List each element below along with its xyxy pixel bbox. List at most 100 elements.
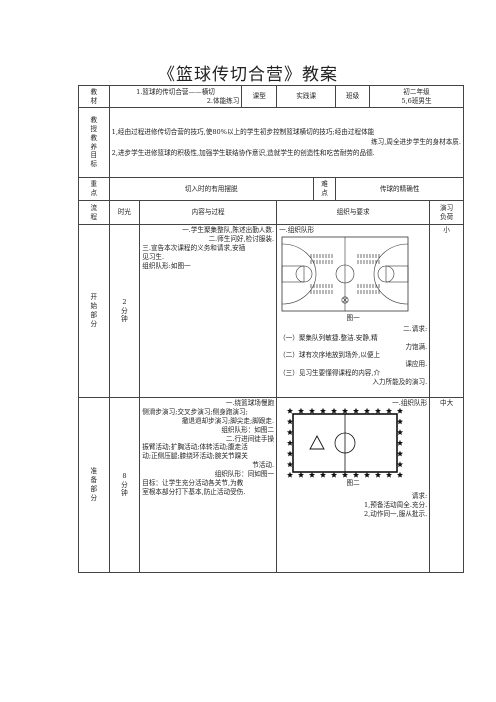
prep-requirements: 请求:1,预备活动周全.充分.2,动作同一,服从批示. bbox=[279, 492, 427, 519]
difficulty-label: 难 点 bbox=[312, 177, 337, 201]
ft-circle-right bbox=[377, 265, 395, 283]
content-line: 一.绕篮球场慢跑 bbox=[225, 399, 275, 407]
org-header: 组织与要求 bbox=[276, 200, 431, 225]
star-mark bbox=[309, 471, 316, 478]
start-content: 一.学生聚集整队,陈述出勤人数.二.师生问好,检讨服装.三.宣告本次课程的义务和… bbox=[139, 224, 278, 398]
requirement-line: （二）球有次序地放到场外,以便上 bbox=[279, 351, 381, 360]
ft-circle-left bbox=[295, 265, 313, 283]
figure-1-caption: 图一 bbox=[346, 313, 360, 322]
star-mark bbox=[287, 407, 294, 414]
prep-content: 一.绕篮球场慢跑侧滑步演习;交叉步演习;侧身跑演习;撤退退却步演习;脚尖走;脚跟… bbox=[139, 397, 278, 573]
prep-content-list: 一.绕篮球场慢跑侧滑步演习;交叉步演习;侧身跑演习;撤退退却步演习;脚尖走;脚跟… bbox=[142, 399, 274, 497]
type-label: 课型 bbox=[241, 85, 278, 108]
star-mark bbox=[353, 471, 360, 478]
content-line: 动;正侧压腿;膝绕环活动;腕关节踝关 bbox=[142, 452, 248, 461]
prep-time: 8 分 钟 bbox=[108, 397, 141, 573]
requirement-line: （三）见习生要懂得课程的内容,介 bbox=[279, 369, 381, 378]
load-header: 演习 负荷 bbox=[429, 200, 464, 225]
start-section-row: 开 始 部 分 2 分 钟 一.学生聚集整队,陈述出勤人数.二.师生问好,检讨服… bbox=[78, 224, 464, 398]
player-formation bbox=[310, 253, 380, 294]
start-requirements: 二.请求:（一）聚集队列敏捷.整洁.安静,精力饱满.（二）球有次序地放到场外,以… bbox=[279, 325, 427, 387]
star-mark bbox=[287, 471, 294, 478]
prep-label: 准 备 部 分 bbox=[78, 397, 110, 573]
star-mark bbox=[287, 450, 294, 457]
key-left bbox=[281, 265, 305, 283]
class-line-1: 初二年级 bbox=[403, 87, 430, 96]
focus-row: 重 点 切入时的有用摆脱 难 点 传球的精确性 bbox=[78, 177, 464, 201]
page-title: 《篮球传切合营》教案 bbox=[158, 65, 338, 85]
prep-load: 中大 bbox=[429, 397, 464, 573]
star-mark bbox=[397, 450, 404, 457]
star-mark bbox=[353, 407, 360, 414]
difficulty-value: 传球的精确性 bbox=[335, 177, 464, 201]
column-header-row: 流 程 时光 内容与过程 组织与要求 演习 负荷 bbox=[78, 200, 464, 225]
start-load: 小 bbox=[429, 224, 464, 398]
figure-2-caption: 图二 bbox=[346, 478, 360, 487]
process-header: 流 程 bbox=[78, 200, 110, 225]
court-center-circle bbox=[335, 264, 355, 284]
star-mark bbox=[397, 461, 404, 467]
star-mark bbox=[298, 471, 305, 478]
start-label: 开 始 部 分 bbox=[78, 224, 110, 398]
content-line: 三.宣告本次课程的义务和请求,安插 bbox=[142, 243, 246, 252]
prep-org-cell: 一.组织队形 图二 请求:1,预备活动周全.充分.2,动作同一,服从批示. bbox=[276, 397, 431, 573]
star-mark bbox=[375, 407, 382, 414]
star-mark bbox=[386, 471, 393, 478]
requirement-line: （一）聚集队列敏捷.整洁.安静,精 bbox=[279, 333, 378, 342]
start-org-cell: 一.组织队形 图一 二.请求:（一）聚集队列敏捷.整洁.安静,精力 bbox=[276, 224, 431, 398]
star-mark bbox=[364, 471, 371, 478]
star-mark bbox=[287, 429, 294, 435]
requirement-line: 入力所能及的演习. bbox=[372, 378, 428, 387]
star-mark bbox=[309, 407, 316, 414]
requirement-line: 课应用. bbox=[405, 360, 428, 369]
star-mark bbox=[397, 439, 404, 446]
textbook-line-1: 1.篮球的传切合营——横切 bbox=[136, 87, 215, 96]
star-mark bbox=[397, 429, 404, 435]
star-mark bbox=[331, 471, 338, 478]
lesson-plan-table: 教 材 1.篮球的传切合营——横切 2.体能练习 课型 实践课 班级 初二年级 … bbox=[78, 85, 465, 573]
start-org-title: 一.组织队形 bbox=[279, 226, 315, 234]
requirement-line: 力饱满. bbox=[405, 342, 428, 351]
content-line: 组织队形：如图二 bbox=[221, 425, 275, 434]
prep-section-row: 准 备 部 分 8 分 钟 一.绕篮球场慢跑侧滑步演习;交叉步演习;侧身跑演习;… bbox=[78, 397, 464, 573]
type-value: 实践课 bbox=[276, 85, 337, 108]
star-mark bbox=[342, 407, 349, 414]
goals-cell: 1,经由过程进修传切合营的技巧,使80%以上的学生初步控制篮球横切的技巧;经由过… bbox=[108, 107, 465, 178]
content-line: 目标：让学生充分活动各关节,为教 bbox=[142, 479, 244, 488]
key-right bbox=[385, 265, 409, 283]
star-mark bbox=[320, 407, 327, 414]
star-mark bbox=[298, 407, 305, 414]
star-mark bbox=[364, 407, 371, 414]
star-mark bbox=[375, 471, 382, 478]
content-line: 室根本部分打下基本,防止活动受伤. bbox=[142, 487, 246, 496]
three-point-arc-left bbox=[282, 243, 317, 305]
requirement-line: 1,预备活动周全.充分. bbox=[363, 500, 428, 509]
class-label: 班级 bbox=[335, 85, 370, 108]
goal-line-2: 2,进步学生进修篮球的积极性,加强学生联结协作意识,造就学生的创造性和吃苦耐劳的… bbox=[111, 148, 375, 157]
star-mark bbox=[331, 407, 338, 414]
time-header: 时光 bbox=[108, 200, 141, 225]
star-mark bbox=[342, 471, 349, 478]
content-line: 组织队形：同如图一 bbox=[214, 470, 275, 479]
court-diagram-2 bbox=[287, 407, 404, 478]
star-mark bbox=[397, 407, 404, 414]
content-line: 二.师生问好,检讨服装. bbox=[208, 234, 275, 243]
header-row: 教 材 1.篮球的传切合营——横切 2.体能练习 课型 实践课 班级 初二年级 … bbox=[78, 85, 465, 108]
content-line: 节活动. bbox=[252, 461, 275, 470]
textbook-label: 教 材 bbox=[78, 85, 110, 108]
teacher-triangle bbox=[309, 434, 325, 450]
goal-line-1b: 练习,周全进步学生的身材本质. bbox=[371, 138, 461, 147]
student-stars bbox=[287, 407, 404, 478]
star-mark bbox=[287, 418, 294, 425]
goal-line-1: 1,经由过程进修传切合营的技巧,使80%以上的学生初步控制篮球横切的技巧;经由过… bbox=[111, 127, 375, 136]
key-point-value: 切入时的有用摆脱 bbox=[108, 177, 314, 201]
content-line: 侧滑步演习;交叉步演习;侧身跑演习; bbox=[142, 407, 248, 416]
content-header: 内容与过程 bbox=[139, 200, 278, 225]
start-content-list: 一.学生聚集整队,陈述出勤人数.二.师生问好,检讨服装.三.宣告本次课程的义务和… bbox=[142, 226, 274, 270]
teacher-marker bbox=[341, 296, 349, 304]
star-mark bbox=[386, 407, 393, 414]
class-value: 初二年级 5,6班男生 bbox=[368, 85, 465, 108]
class-line-2: 5,6班男生 bbox=[401, 96, 432, 105]
textbook-line-2: 2.体能练习 bbox=[206, 96, 240, 105]
content-line: 一.学生聚集整队,陈述出勤人数. bbox=[182, 226, 275, 234]
